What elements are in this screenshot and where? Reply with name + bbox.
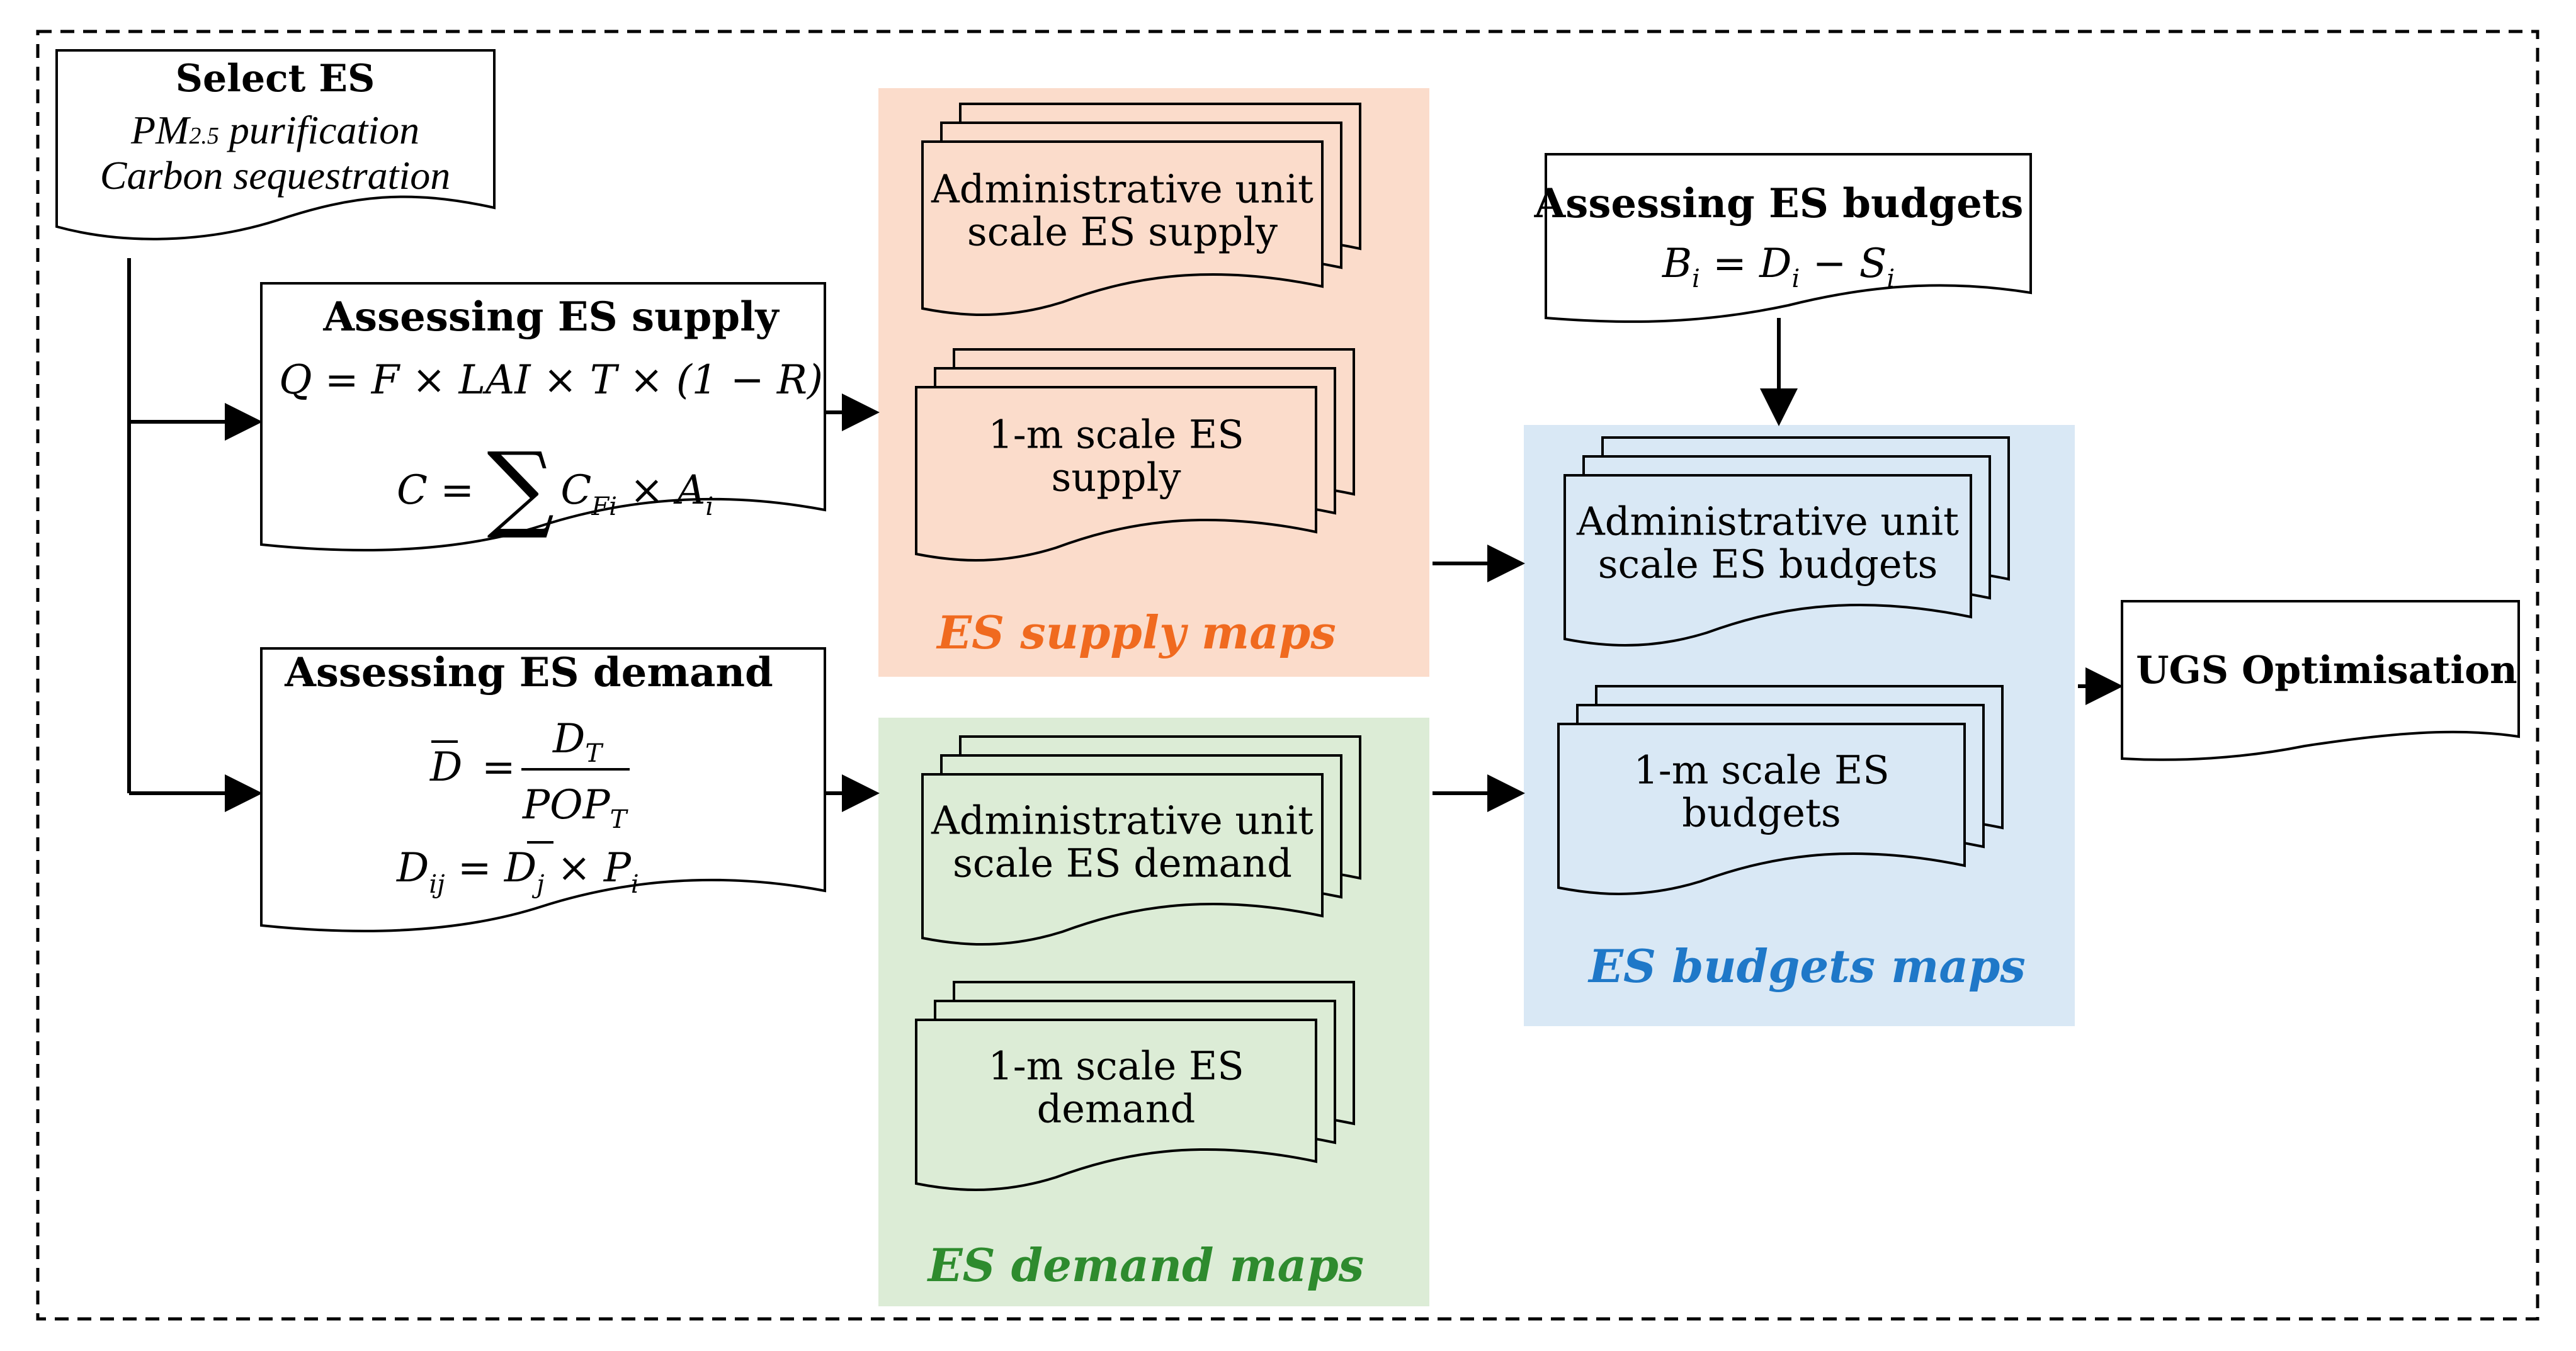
- select-es-item-carbon: Carbon sequestration: [100, 153, 450, 198]
- svg-text:Dij = Dj × Pi: Dij = Dj × Pi: [396, 845, 639, 899]
- budgets-maps-label: ES budgets maps: [1587, 939, 2026, 993]
- demand-1m-doc-sheet: [915, 1019, 1317, 1191]
- ugs-optimisation-box: UGS Optimisation: [2121, 600, 2520, 761]
- connectors: [127, 258, 2123, 812]
- budgets-formula: Bi = Di − Si: [1662, 240, 1895, 293]
- supply-1m-doc-sheet: [915, 386, 1317, 562]
- budgets-admin-doc-label-line1: Administrative unit: [1576, 499, 1959, 545]
- budgets-1m-doc-label-line2: budgets: [1682, 790, 1841, 836]
- supply-admin-doc-label-line1: Administrative unit: [931, 166, 1314, 212]
- select-es-item-pm25: PM2.5 purification: [130, 108, 419, 152]
- supply-1m-doc-label-line2: supply: [1052, 455, 1181, 500]
- outer-dashed-frame: [36, 30, 2539, 1321]
- budgets-1m-doc-label-line1: 1-m scale ES: [1633, 747, 1889, 793]
- assess-budgets-title: Assessing ES budgets: [1534, 180, 2024, 227]
- supply-1m-doc-label-line1: 1-m scale ES: [988, 412, 1244, 458]
- supply-formula-c: C = ∑CFi × Ai: [397, 432, 713, 542]
- assess-supply-title: Assessing ES supply: [322, 293, 780, 341]
- select-es-title: Select ES: [176, 57, 375, 101]
- svg-text:=: =: [482, 744, 516, 791]
- budgets-1m-doc-sheet: [1557, 723, 1966, 895]
- demand-admin-doc-label-line1: Administrative unit: [931, 798, 1314, 844]
- budgets-admin-doc-label-line2: scale ES budgets: [1598, 541, 1938, 587]
- supply-maps-label: ES supply maps: [936, 606, 1336, 659]
- demand-admin-doc-sheet: [921, 773, 1324, 946]
- supply-admin-doc-sheet: [921, 140, 1324, 316]
- assess-demand-title: Assessing ES demand: [284, 649, 773, 696]
- budgets-admin-doc-sheet: [1563, 474, 1972, 647]
- demand-1m-doc-label-line2: demand: [1037, 1086, 1196, 1132]
- assess-demand-box: Assessing ES demand D = DT POPT Dij = Dj…: [260, 647, 826, 932]
- svg-text:DT: DT: [552, 716, 604, 768]
- svg-text:D: D: [429, 744, 462, 791]
- demand-1m-doc-label-line1: 1-m scale ES: [988, 1043, 1244, 1089]
- assess-budgets-box: Assessing ES budgets Bi = Di − Si: [1534, 153, 2032, 323]
- demand-formula-dbar: D = DT POPT: [429, 716, 630, 834]
- demand-admin-doc-label-line2: scale ES demand: [953, 840, 1292, 886]
- demand-maps-label: ES demand maps: [927, 1238, 1364, 1292]
- demand-formula-dij: Dij = Dj × Pi: [396, 841, 639, 899]
- assess-supply-box: Assessing ES supply Q = F × LAI × T × (1…: [260, 282, 826, 551]
- ugs-optimisation-title: UGS Optimisation: [2136, 648, 2517, 692]
- svg-text:POPT: POPT: [522, 782, 629, 834]
- supply-admin-doc-label-line2: scale ES supply: [967, 209, 1278, 255]
- supply-formula-q: Q = F × LAI × T × (1 − R): [279, 357, 823, 404]
- select-es-box: Select ES PM2.5 purification Carbon sequ…: [55, 49, 496, 240]
